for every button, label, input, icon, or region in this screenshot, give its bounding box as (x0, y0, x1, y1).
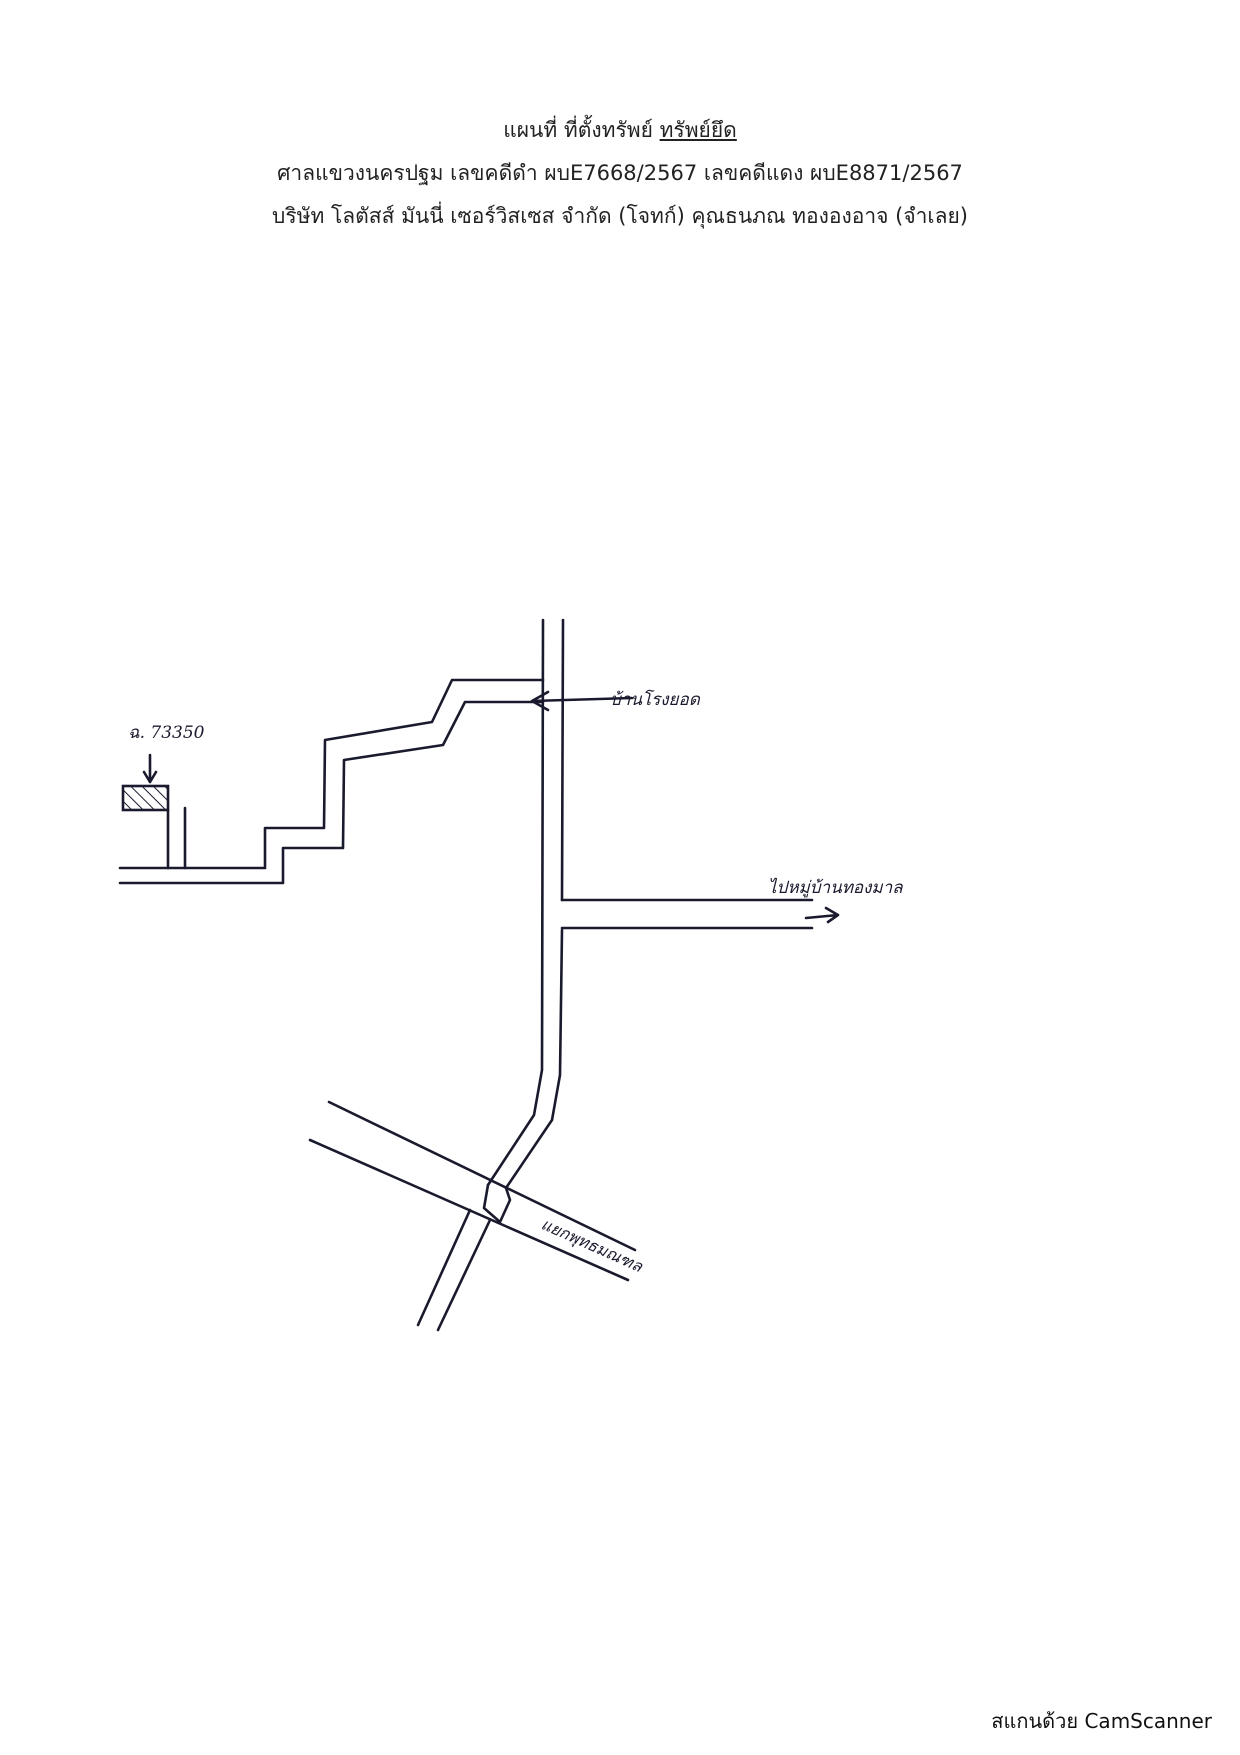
document-title: แผนที่ ที่ตั้งทรัพย์ ทรัพย์ยึด (0, 118, 1240, 143)
main-road-label: แยกพุทธมณฑล (538, 1214, 647, 1277)
parties-line: บริษัท โลตัสส์ มันนี่ เซอร์วิสเซส จำกัด … (272, 204, 968, 229)
document-header: แผนที่ ที่ตั้งทรัพย์ ทรัพย์ยึด ศาลแขวงนค… (0, 118, 1240, 230)
landmark-pointer-arrow (530, 690, 634, 712)
main-road-west-edge (486, 618, 545, 1187)
intersection-loop (482, 1183, 512, 1224)
target-parcel (121, 784, 170, 812)
east-road-label: ไปหมู่บ้านทองมาล (768, 877, 904, 898)
parcel-pointer-arrow (142, 753, 158, 784)
main-road-east-edge (504, 618, 565, 1190)
east-destination-arrow (804, 906, 840, 924)
title-prefix: แผนที่ ที่ตั้งทรัพย์ (503, 118, 653, 142)
stair-road-upper-edge (118, 678, 545, 870)
case-number-line: ศาลแขวงนครปฐม เลขคดีดำ ผบE7668/2567 เลขค… (277, 161, 963, 186)
cross-road-east-edge (436, 1218, 492, 1332)
landmark-label: บ้านโรงยอด (610, 689, 701, 710)
cross-road-west-edge (416, 1208, 472, 1327)
stair-road-lower-edge (118, 700, 545, 885)
scanner-watermark: สแกนด้วย CamScanner (991, 1709, 1212, 1733)
parcel-label: ฉ. 73350 (128, 723, 205, 743)
title-underlined: ทรัพย์ยึด (659, 118, 737, 142)
diagonal-road-upper-edge (327, 1100, 637, 1252)
